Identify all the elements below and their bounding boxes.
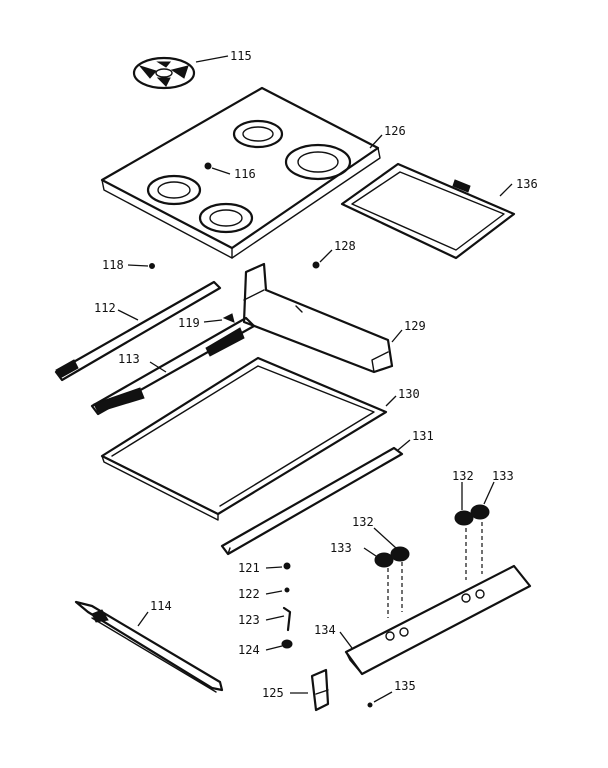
callout-118: 118 xyxy=(102,258,124,272)
leader-126 xyxy=(369,134,383,149)
leader-123 xyxy=(265,615,285,621)
part-118-screw xyxy=(149,263,155,269)
callout-129: 129 xyxy=(404,319,426,333)
callout-121: 121 xyxy=(238,561,260,575)
callout-133a: 133 xyxy=(492,469,514,483)
leader-135 xyxy=(373,691,393,703)
callout-125: 125 xyxy=(262,686,284,700)
part-124 xyxy=(281,639,293,649)
callout-130: 130 xyxy=(398,387,420,401)
part-126-cooktop xyxy=(100,86,381,259)
leader-130 xyxy=(385,395,397,407)
leader-133a xyxy=(483,481,495,505)
part-121 xyxy=(283,562,291,570)
callout-116: 116 xyxy=(234,167,256,181)
leader-132b xyxy=(373,527,397,549)
callout-123: 123 xyxy=(238,613,260,627)
leader-116 xyxy=(211,167,231,175)
part-136-gasket xyxy=(340,162,516,260)
leader-124 xyxy=(265,645,283,651)
leader-128 xyxy=(319,249,333,263)
part-116-screw xyxy=(204,162,212,170)
callout-136: 136 xyxy=(516,177,538,191)
callout-112: 112 xyxy=(94,301,116,315)
part-123 xyxy=(282,606,292,632)
callout-114: 114 xyxy=(150,599,172,613)
leader-119 xyxy=(203,319,223,323)
leader-113 xyxy=(149,361,167,373)
callout-134: 134 xyxy=(314,623,336,637)
part-112-trim xyxy=(54,280,222,382)
callout-124: 124 xyxy=(238,643,260,657)
callout-131: 131 xyxy=(412,429,434,443)
part-113-control-strip xyxy=(90,316,256,416)
part-119-clip xyxy=(222,313,235,323)
leader-131 xyxy=(397,439,411,451)
callout-122: 122 xyxy=(238,587,260,601)
callout-135: 135 xyxy=(394,679,416,693)
callout-128: 128 xyxy=(334,239,356,253)
part-129-bracket xyxy=(242,262,394,374)
callout-132a: 132 xyxy=(452,469,474,483)
leader-115 xyxy=(195,55,229,63)
part-132-133-knobs-right xyxy=(454,504,490,580)
callout-113: 113 xyxy=(118,352,140,366)
leader-134 xyxy=(339,631,353,649)
part-114-trim xyxy=(74,600,224,693)
part-131-front-rail xyxy=(220,446,404,556)
leader-129 xyxy=(391,329,403,343)
leader-122 xyxy=(265,590,283,595)
callout-119: 119 xyxy=(178,316,200,330)
part-132-133-knobs-left xyxy=(374,546,410,618)
callout-115: 115 xyxy=(230,49,252,63)
part-130-tray xyxy=(100,356,388,521)
part-128-screw xyxy=(312,261,320,269)
leader-114 xyxy=(137,611,149,627)
leader-121 xyxy=(265,566,283,569)
callout-126: 126 xyxy=(384,124,406,138)
leader-118 xyxy=(127,264,149,267)
part-134-control-panel xyxy=(344,564,532,676)
callout-132b: 132 xyxy=(352,515,374,529)
part-115-burner-grate xyxy=(132,56,196,90)
part-122 xyxy=(284,587,290,593)
leader-136 xyxy=(499,183,513,197)
part-135-screw xyxy=(367,702,373,708)
leader-133b xyxy=(363,547,377,557)
callout-133b: 133 xyxy=(330,541,352,555)
part-125-clip xyxy=(310,668,330,712)
leader-112 xyxy=(117,309,139,321)
